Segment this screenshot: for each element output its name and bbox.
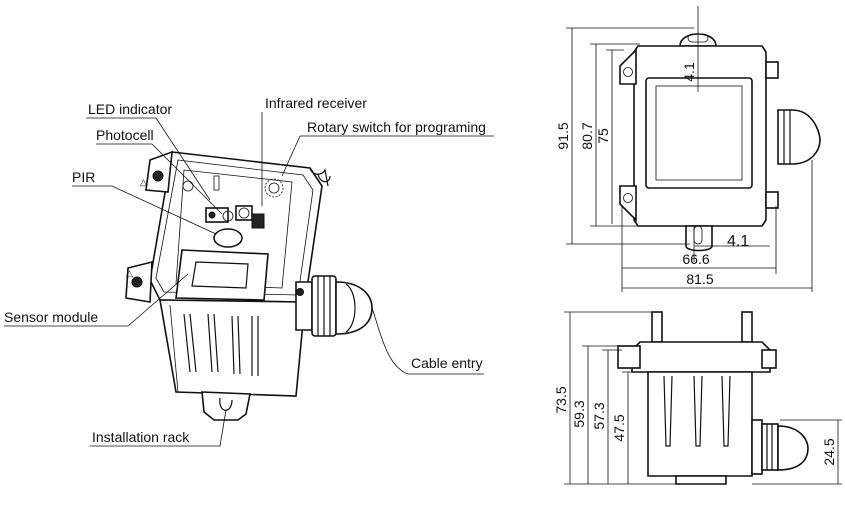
dim-front-height-mid: 80.7 — [579, 122, 595, 149]
label-photocell: Photocell — [96, 127, 154, 143]
dim-side-cable-height: 24.5 — [821, 438, 837, 465]
dim-front-height-inner: 75 — [595, 128, 611, 144]
callout-leaders — [4, 112, 494, 447]
label-cable-entry: Cable entry — [411, 355, 483, 371]
label-sensor-module: Sensor module — [4, 309, 98, 325]
dim-front-slot-top: 4.1 — [681, 62, 697, 82]
label-rotary-switch: Rotary switch for programing — [307, 119, 486, 135]
label-pir: PIR — [72, 169, 95, 185]
dim-front-width-total: 81.5 — [686, 271, 713, 287]
label-led-indicator: LED indicator — [88, 101, 172, 117]
dim-side-height-c: 47.5 — [611, 414, 627, 441]
dim-front-slot-bottom: 4.1 — [727, 233, 749, 250]
label-installation-rack: Installation rack — [92, 429, 190, 445]
dim-front-height-total: 91.5 — [555, 122, 571, 149]
dim-side-height-b: 57.3 — [591, 402, 607, 429]
side-view-dimensions — [564, 311, 842, 485]
perspective-view: △ △ — [125, 150, 373, 421]
dim-side-height-total: 73.5 — [553, 386, 569, 413]
svg-text:△: △ — [126, 268, 133, 278]
dim-side-height-a: 59.3 — [571, 400, 587, 427]
side-view — [617, 311, 809, 485]
dim-front-width-inner: 66.6 — [682, 251, 709, 267]
front-view — [619, 33, 821, 252]
front-view-dimensions — [566, 6, 813, 292]
svg-text:△: △ — [140, 177, 147, 187]
label-infrared-receiver: Infrared receiver — [265, 95, 367, 111]
